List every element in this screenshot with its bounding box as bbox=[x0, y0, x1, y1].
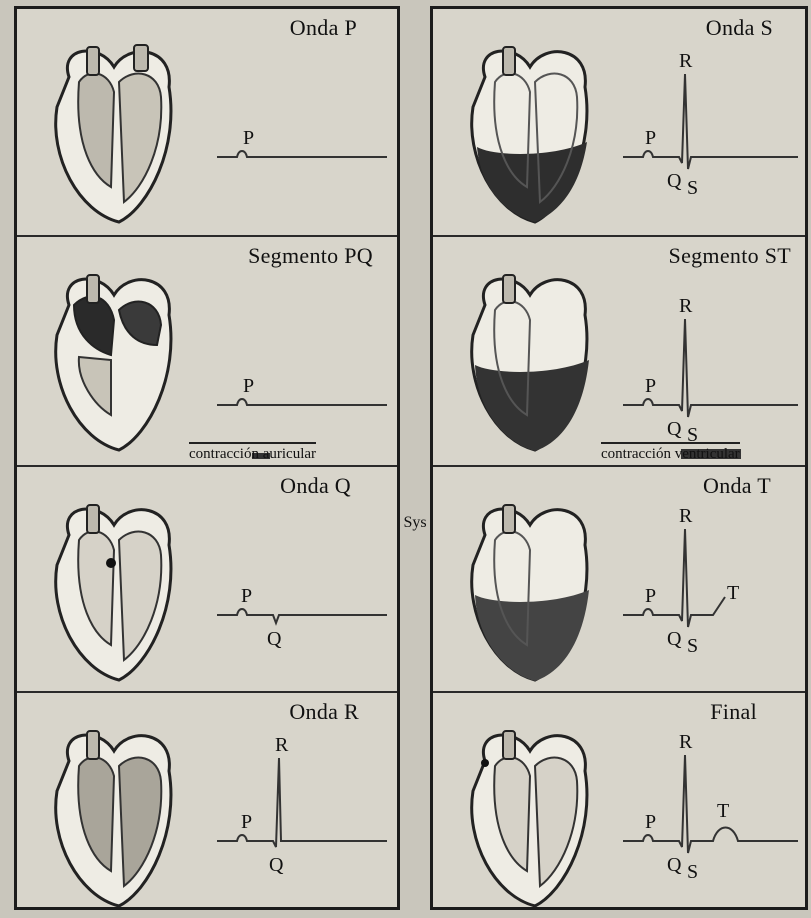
wave-label-p: P bbox=[243, 375, 254, 397]
heart-illustration bbox=[39, 37, 189, 227]
heart-illustration bbox=[455, 37, 605, 227]
panel-segmento-pq: Segmento PQ P contracción auricular bbox=[17, 237, 397, 467]
right-column: Onda S P Q R S Segmento ST P Q R bbox=[430, 6, 808, 910]
wave-label-r: R bbox=[679, 295, 693, 317]
left-column: Onda P P Segmento PQ P contracción auri bbox=[14, 6, 400, 910]
panel-onda-r: Onda R P Q R bbox=[17, 693, 397, 907]
wave-label-s: S bbox=[687, 635, 698, 657]
ecg-trace: P Q R S T bbox=[613, 487, 808, 692]
heart-illustration bbox=[39, 495, 189, 685]
wave-label-p: P bbox=[243, 127, 254, 149]
panel-onda-s: Onda S P Q R S bbox=[433, 9, 805, 237]
contraction-caption: contracción auricular bbox=[189, 442, 316, 463]
panel-segmento-st: Segmento ST P Q R S contracción ventricu… bbox=[433, 237, 805, 467]
wave-label-q: Q bbox=[667, 854, 682, 876]
wave-label-p: P bbox=[645, 811, 656, 833]
ecg-trace: P Q R S bbox=[613, 257, 808, 462]
wave-label-t: T bbox=[727, 582, 739, 604]
contraction-caption: contracción ventricular bbox=[601, 442, 740, 463]
ecg-trace: P Q R bbox=[197, 713, 392, 918]
center-label: Sys bbox=[400, 514, 430, 532]
wave-label-r: R bbox=[275, 734, 289, 756]
ecg-trace: P Q R S T bbox=[613, 713, 808, 918]
wave-label-s: S bbox=[687, 861, 698, 883]
wave-label-p: P bbox=[645, 585, 656, 607]
wave-label-q: Q bbox=[269, 854, 284, 876]
heart-illustration bbox=[39, 721, 189, 911]
wave-label-p: P bbox=[645, 127, 656, 149]
heart-illustration bbox=[455, 721, 605, 911]
wave-label-r: R bbox=[679, 505, 693, 527]
wave-label-p: P bbox=[645, 375, 656, 397]
wave-label-q: Q bbox=[667, 418, 682, 440]
wave-label-p: P bbox=[241, 811, 252, 833]
ecg-trace: P Q bbox=[197, 487, 392, 692]
wave-label-q: Q bbox=[667, 170, 682, 192]
heart-illustration bbox=[39, 265, 189, 455]
panel-final: Final P Q R S T bbox=[433, 693, 805, 907]
panel-onda-t: Onda T P Q R S T bbox=[433, 467, 805, 693]
heart-illustration bbox=[455, 495, 605, 685]
wave-label-q: Q bbox=[667, 628, 682, 650]
ecg-trace: P bbox=[197, 29, 392, 234]
wave-label-s: S bbox=[687, 177, 698, 199]
ecg-trace: P bbox=[197, 257, 392, 462]
heart-illustration bbox=[455, 265, 605, 455]
wave-label-r: R bbox=[679, 731, 693, 753]
wave-label-p: P bbox=[241, 585, 252, 607]
wave-label-r: R bbox=[679, 50, 693, 72]
panel-onda-q: Onda Q P Q bbox=[17, 467, 397, 693]
panel-onda-p: Onda P P bbox=[17, 9, 397, 237]
wave-label-t: T bbox=[717, 800, 729, 822]
wave-label-q: Q bbox=[267, 628, 282, 650]
ecg-trace: P Q R S bbox=[613, 29, 808, 234]
